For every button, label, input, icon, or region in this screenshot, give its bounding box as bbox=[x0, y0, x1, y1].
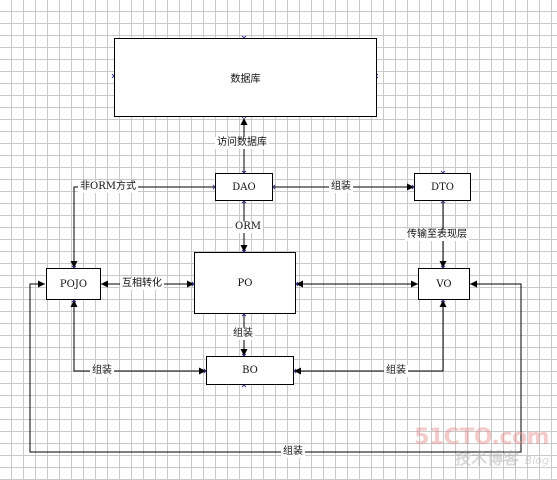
label-convert: 互相转化 bbox=[120, 278, 164, 290]
label-transfer-view: 传输至表现层 bbox=[405, 229, 469, 241]
label-pojo-bo-assemble: 组装 bbox=[90, 365, 114, 377]
node-bo[interactable]: BO bbox=[206, 356, 294, 385]
watermark: 51CTO.com 技术博客 Blog bbox=[414, 426, 549, 470]
label-po-bo-assemble: 组装 bbox=[231, 328, 255, 340]
edge-vo-pojo-loop bbox=[29, 280, 522, 453]
edge-dao-pojo bbox=[70, 186, 215, 268]
label-non-orm: 非ORM方式 bbox=[78, 181, 138, 193]
node-po[interactable]: PO bbox=[194, 252, 296, 314]
edge-vo-bo bbox=[294, 300, 447, 375]
edge-pojo-bo bbox=[70, 300, 206, 375]
watermark-blog-en: Blog bbox=[524, 454, 549, 467]
watermark-blog: 技术博客 Blog bbox=[414, 450, 549, 470]
label-bottom-assemble: 组装 bbox=[281, 446, 305, 458]
node-dao[interactable]: DAO bbox=[215, 173, 273, 201]
node-dto[interactable]: DTO bbox=[414, 173, 471, 201]
label-access-db: 访问数据库 bbox=[215, 137, 269, 149]
node-vo[interactable]: VO bbox=[418, 268, 470, 300]
node-database[interactable]: 数据库 bbox=[114, 38, 377, 117]
label-vo-bo-assemble: 组装 bbox=[384, 365, 408, 377]
node-pojo[interactable]: POJO bbox=[46, 268, 101, 300]
label-dao-dto-assemble: 组装 bbox=[329, 181, 353, 193]
watermark-site: 51CTO.com bbox=[414, 425, 549, 450]
watermark-blog-cn: 技术博客 bbox=[455, 449, 520, 468]
label-orm: ORM bbox=[233, 221, 263, 233]
